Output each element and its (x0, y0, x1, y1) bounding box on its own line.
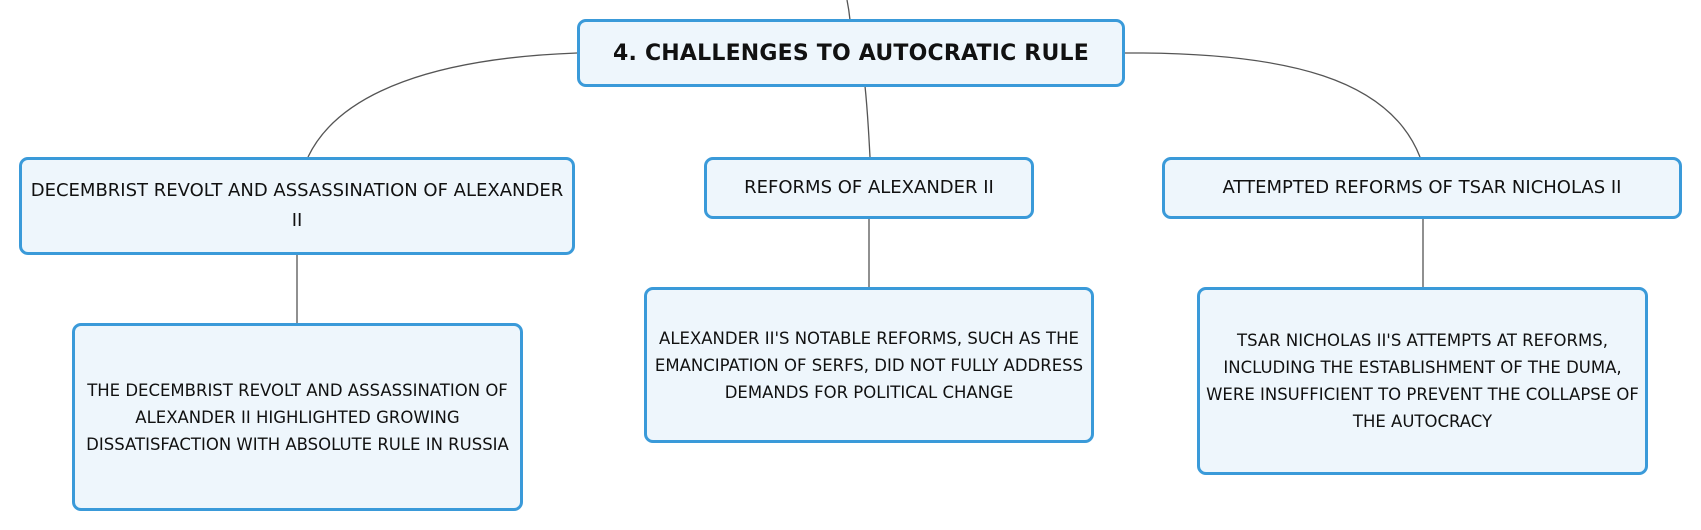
detail-text: THE DECEMBRIST REVOLT AND ASSASSINATION … (86, 380, 509, 454)
root-topic[interactable]: 4. CHALLENGES TO AUTOCRATIC RULE (577, 19, 1125, 87)
detail-text: ALEXANDER II'S NOTABLE REFORMS, SUCH AS … (654, 328, 1084, 402)
detail-text: TSAR NICHOLAS II'S ATTEMPTS AT REFORMS, … (1206, 331, 1639, 431)
branch-label: REFORMS OF ALEXANDER II (744, 177, 994, 198)
connector-root-to-branch-3 (1123, 52, 1421, 158)
branch-reforms-alexander-ii[interactable]: REFORMS OF ALEXANDER II (704, 157, 1034, 219)
detail-reforms-alexander-ii[interactable]: ALEXANDER II'S NOTABLE REFORMS, SUCH AS … (644, 287, 1094, 443)
connector-to-parent (846, 0, 851, 21)
connector-root-to-branch-1 (307, 52, 578, 158)
branch-label: DECEMBRIST REVOLT AND ASSASSINATION OF A… (30, 180, 564, 231)
root-topic-label: 4. CHALLENGES TO AUTOCRATIC RULE (613, 40, 1089, 66)
branch-decembrist-revolt[interactable]: DECEMBRIST REVOLT AND ASSASSINATION OF A… (19, 157, 575, 255)
detail-reforms-nicholas-ii[interactable]: TSAR NICHOLAS II'S ATTEMPTS AT REFORMS, … (1197, 287, 1648, 475)
branch-reforms-nicholas-ii[interactable]: ATTEMPTED REFORMS OF TSAR NICHOLAS II (1162, 157, 1682, 219)
connector-root-to-branch-2 (864, 85, 871, 158)
detail-decembrist-revolt[interactable]: THE DECEMBRIST REVOLT AND ASSASSINATION … (72, 323, 523, 511)
branch-label: ATTEMPTED REFORMS OF TSAR NICHOLAS II (1222, 177, 1622, 198)
